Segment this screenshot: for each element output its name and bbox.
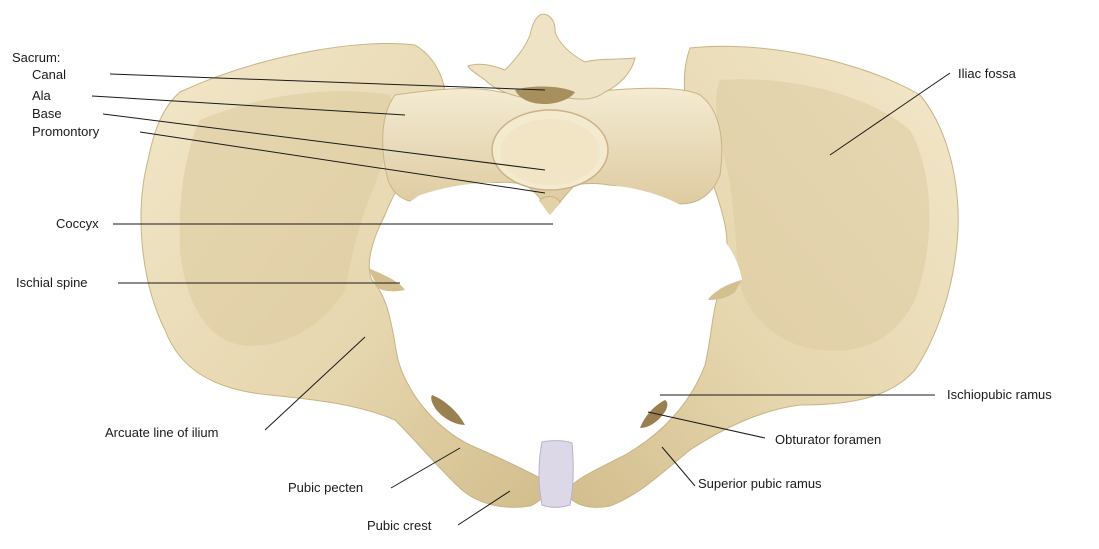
label-ischiopubic-ramus: Ischiopubic ramus (947, 387, 1052, 402)
sacral-spine (468, 14, 635, 99)
pubic-symphysis (539, 441, 573, 508)
label-promontory: Promontory (32, 124, 99, 139)
label-sacrum: Sacrum: (12, 50, 60, 65)
label-base: Base (32, 106, 62, 121)
label-obturator-foramen: Obturator foramen (775, 432, 881, 447)
label-ischial-spine: Ischial spine (16, 275, 88, 290)
label-ala: Ala (32, 88, 51, 103)
label-arcuate-line: Arcuate line of ilium (105, 425, 218, 440)
label-canal: Canal (32, 67, 66, 82)
label-coccyx: Coccyx (56, 216, 99, 231)
label-pubic-pecten: Pubic pecten (288, 480, 363, 495)
label-iliac-fossa: Iliac fossa (958, 66, 1016, 81)
label-pubic-crest: Pubic crest (367, 518, 431, 533)
label-superior-pubic-ramus: Superior pubic ramus (698, 476, 822, 491)
